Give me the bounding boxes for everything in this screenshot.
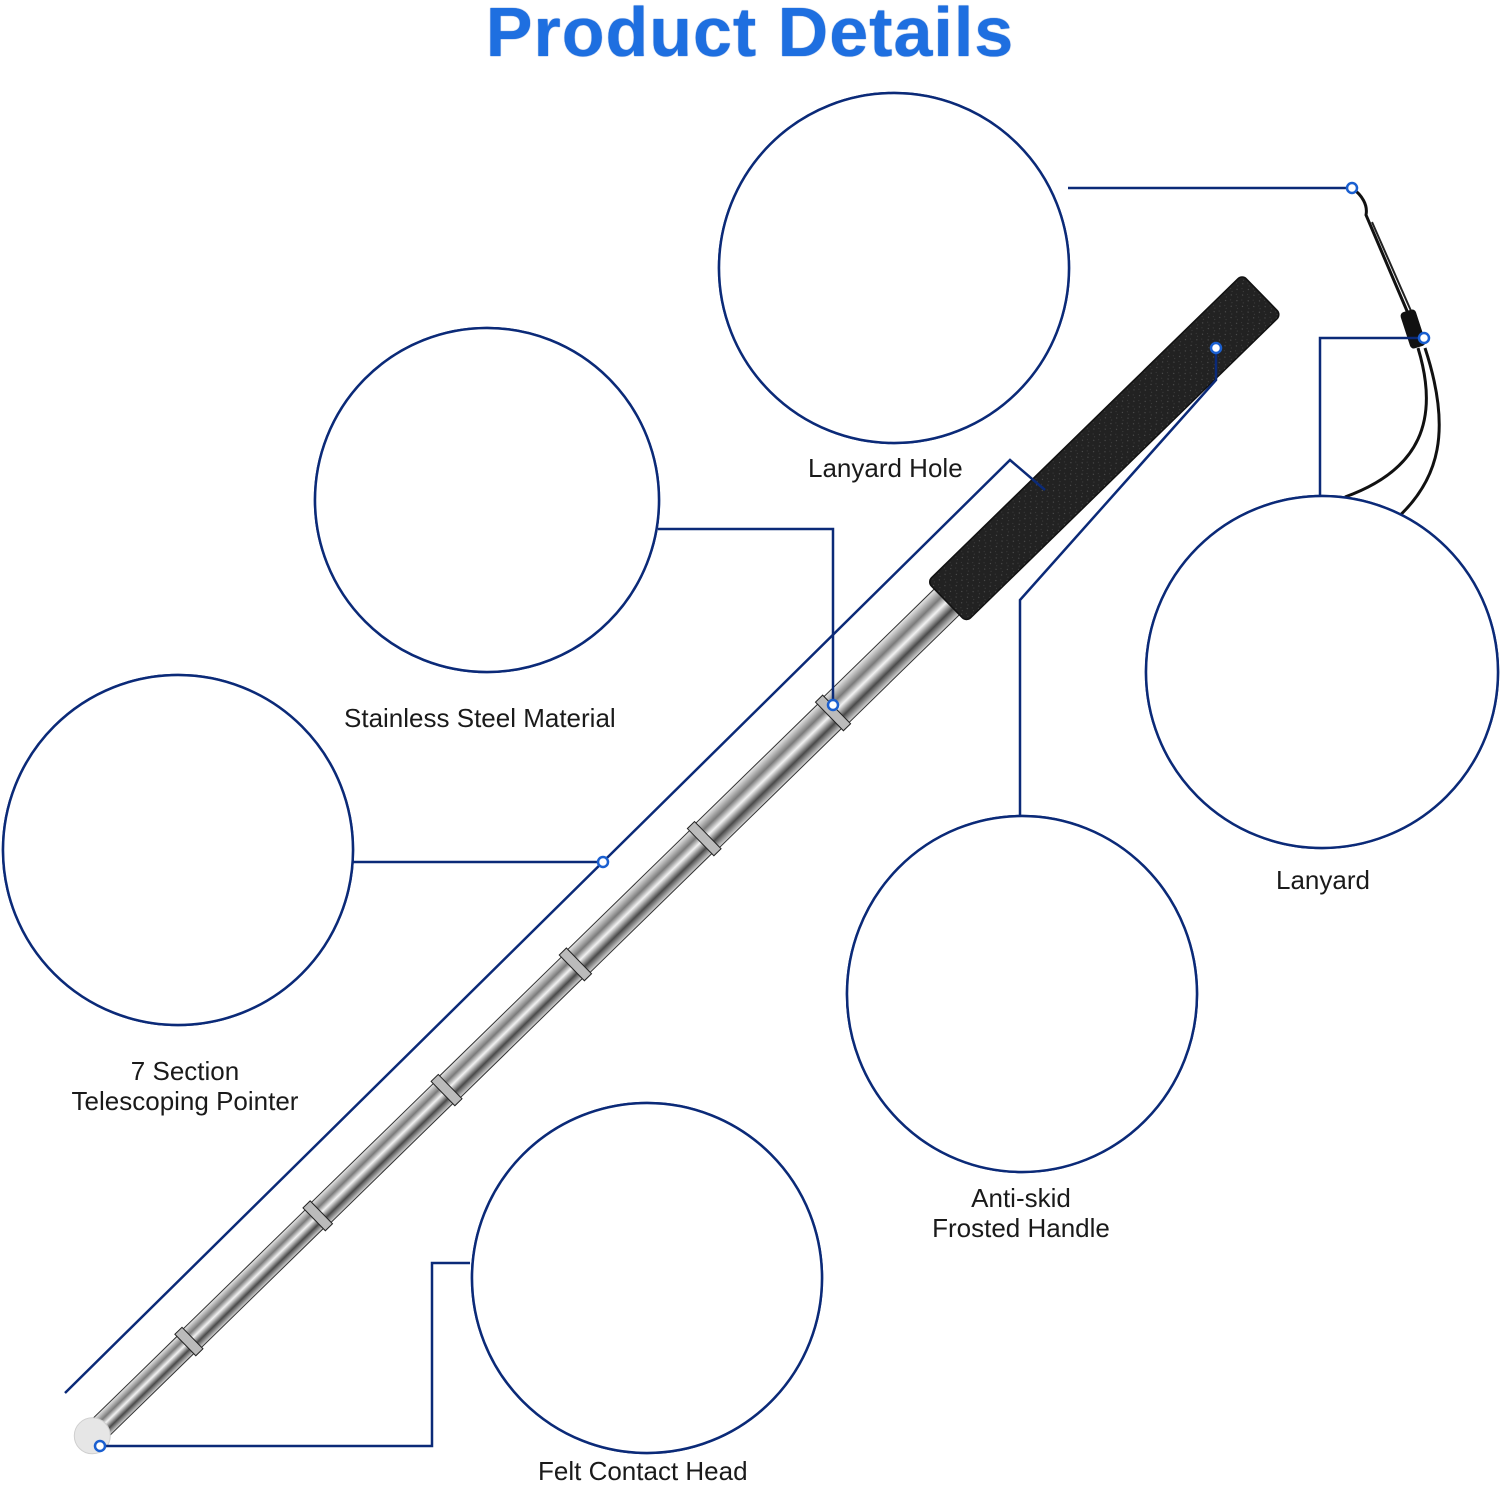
label-frosted-handle-line1: Anti-skid — [971, 1183, 1071, 1213]
label-frosted-handle: Anti-skid Frosted Handle — [905, 1183, 1137, 1243]
callout-telescoping-image — [1, 673, 355, 1027]
label-telescoping-line1: 7 Section — [130, 1056, 240, 1086]
callout-markers — [93, 181, 1431, 1453]
label-felt-head: Felt Contact Head — [538, 1456, 748, 1486]
label-frosted-handle-line2: Frosted Handle — [932, 1213, 1110, 1243]
page-title: Product Details — [485, 0, 1015, 71]
leader-lines — [64, 186, 1424, 1448]
callout-lanyard-image — [1144, 494, 1500, 850]
callout-felt-head-image — [470, 1101, 824, 1455]
callout-stainless-steel-image — [313, 326, 661, 674]
label-stainless-steel: Stainless Steel Material — [344, 703, 616, 733]
label-lanyard-hole: Lanyard Hole — [808, 453, 963, 483]
label-lanyard: Lanyard — [1276, 865, 1370, 895]
label-telescoping: 7 Section Telescoping Pointer — [40, 1056, 330, 1116]
label-telescoping-line2: Telescoping Pointer — [71, 1086, 299, 1116]
callout-lanyard-hole-image — [717, 91, 1071, 445]
